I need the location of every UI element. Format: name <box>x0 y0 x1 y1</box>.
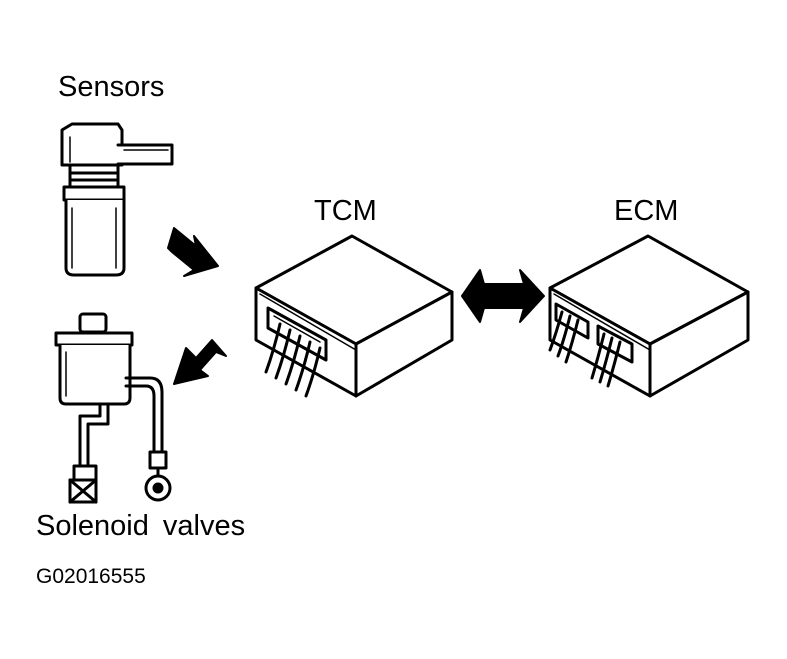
sensors-label: Sensors <box>58 71 165 103</box>
solenoid-valves-label: Solenoid valves <box>36 510 246 542</box>
ecm-label: ECM <box>614 195 679 227</box>
double-arrow-icon <box>461 269 545 323</box>
arrow-icon <box>173 339 227 385</box>
solenoid-valve-icon <box>54 312 172 504</box>
connector-icon <box>590 324 634 388</box>
tcm-label: TCM <box>314 195 377 227</box>
figure-code: G02016555 <box>36 565 146 588</box>
connector-icon <box>264 306 328 398</box>
sensor-icon <box>60 122 174 277</box>
connector-icon <box>548 302 590 364</box>
arrow-icon <box>167 227 219 277</box>
